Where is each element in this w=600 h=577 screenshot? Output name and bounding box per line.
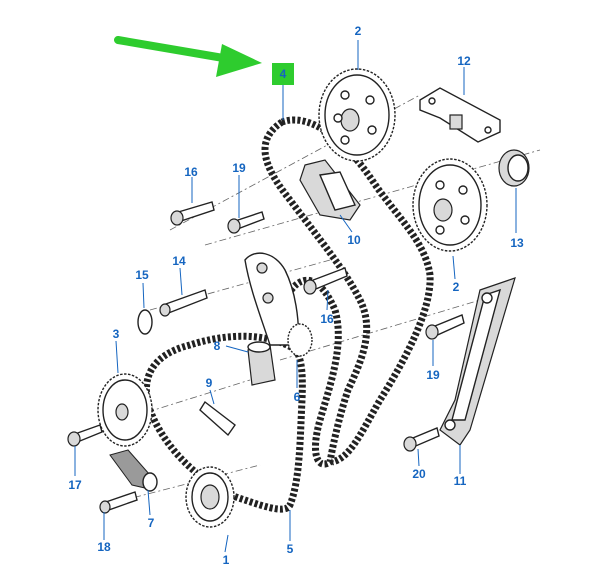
circlip [137,309,153,335]
callout-19-upper: 19 [232,161,246,175]
pointer-arrow-icon [114,36,262,77]
callout-8: 8 [213,339,221,353]
callout-6: 6 [293,390,301,404]
chain-tensioner-arm [244,252,313,357]
callout-1: 1 [222,553,230,567]
callout-7: 7 [147,516,155,530]
bolt-16-upper [170,201,215,226]
callout-20: 20 [412,467,426,481]
callout-18: 18 [97,540,111,554]
callout-14: 14 [172,254,186,268]
bolt-20 [403,427,440,452]
chain-guide-upper [299,159,361,221]
bolt-17 [67,424,103,447]
callout-13: 13 [510,236,524,250]
spring-clip [199,400,236,437]
callout-9: 9 [205,376,213,390]
callout-3: 3 [112,327,120,341]
bolt-19-lower [425,314,465,340]
callout-5: 5 [286,542,294,556]
callout-2-lower-sprocket: 2 [452,280,460,294]
bolt-19-upper [227,211,265,234]
leader-lines [74,40,517,553]
callout-17: 17 [68,478,82,492]
callout-16-upper: 16 [184,165,198,179]
bolt-18 [99,491,138,514]
bolt-16-lower [303,267,348,295]
callout-12: 12 [457,54,471,68]
oil-seal [498,149,530,187]
callout-10: 10 [347,233,361,247]
camshaft-sprocket-lower [412,158,488,252]
callout-16-lower: 16 [320,312,334,326]
chain-guide-long [439,277,516,446]
callout-19-lower: 19 [426,368,440,382]
idler-sprocket [97,373,153,447]
tensioner-plunger [247,341,276,386]
callout-4-highlighted: 4 [272,63,294,85]
camshaft-sprocket-upper [318,68,396,162]
stud-14 [159,289,208,317]
callout-15: 15 [135,268,149,282]
callout-2-upper-sprocket: 2 [354,24,362,38]
chain-guide-bracket [419,87,501,143]
callout-11: 11 [453,474,467,488]
tensioner-lever [109,449,158,492]
crankshaft-sprocket [185,466,235,528]
